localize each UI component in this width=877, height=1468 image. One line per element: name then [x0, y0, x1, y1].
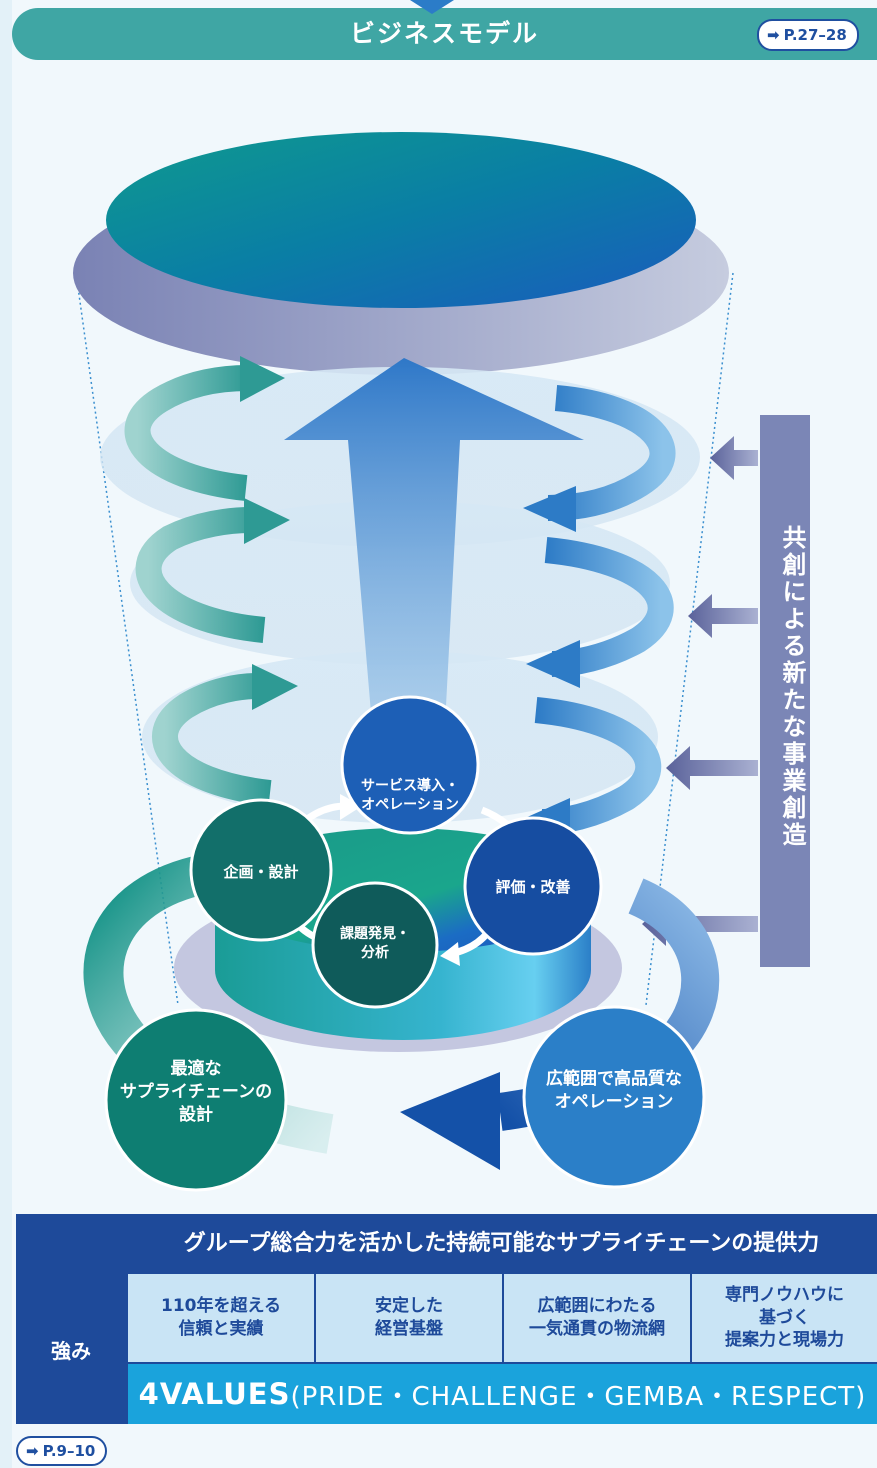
strength-item: 110年を超える 信頼と実績	[128, 1274, 314, 1362]
page-ref-link-top[interactable]: ➡P.27–28	[757, 19, 859, 51]
co-creation-label-box: 共創による新たな事業創造	[760, 415, 810, 967]
strength-item: 安定した 経営基盤	[316, 1274, 502, 1362]
base-circle-right	[522, 1005, 706, 1189]
page-title: ビジネスモデル	[349, 19, 539, 48]
page-ref-label: P.27–28	[783, 26, 847, 44]
values-bar: 4VALUES(PRIDE・CHALLENGE・GEMBA・RESPECT)	[128, 1364, 877, 1424]
cycle-label-analysis: 課題発見・ 分析	[340, 926, 410, 961]
values-sub: (PRIDE・CHALLENGE・GEMBA・RESPECT)	[290, 1381, 867, 1412]
base-circle-left	[104, 1008, 288, 1192]
cycle-label-planning: 企画・設計	[223, 863, 299, 881]
strengths-label: 強み	[51, 1338, 91, 1363]
cycle-circle-service	[340, 695, 480, 835]
top-notch	[410, 0, 454, 14]
co-creation-arrows	[642, 436, 758, 946]
cycle-circle-planning	[189, 798, 333, 942]
base-label-supply-chain: 最適な サプライチェーンの 設計	[119, 1059, 273, 1125]
bottom-arrowhead	[400, 1072, 500, 1170]
header-bar: ビジネスモデル	[12, 8, 877, 60]
cycle-label-evaluation: 評価・改善	[495, 878, 571, 896]
strengths-section: グループ総合力を活かした持続可能なサプライチェーンの提供力 強み 110年を超え…	[16, 1214, 877, 1424]
top-disk	[106, 132, 696, 308]
business-model-diagram	[73, 132, 758, 1192]
ring-arrows-2	[135, 498, 674, 688]
values-main: 4VALUES	[138, 1377, 291, 1411]
cycle-label-service: サービス導入・ オペレーション	[361, 778, 459, 813]
cycle-circle-evaluation	[463, 816, 603, 956]
strengths-header: グループ総合力を活かした持続可能なサプライチェーンの提供力	[183, 1231, 820, 1256]
ring-arrows-1	[124, 356, 676, 532]
arrow-right-icon: ➡	[767, 26, 780, 44]
co-creation-label: 共創による新たな事業創造	[778, 525, 806, 849]
strength-item: 広範囲にわたる 一気通貫の物流網	[504, 1274, 690, 1362]
cycle-circle-analysis	[311, 881, 439, 1009]
upward-arrow	[284, 358, 584, 820]
base-label-operation: 広範囲で高品質な オペレーション	[546, 1069, 682, 1112]
strength-item: 専門ノウハウに 基づく 提案力と現場力	[692, 1274, 877, 1362]
page-ref-label: P.9–10	[42, 1442, 96, 1460]
page-ref-link-bottom[interactable]: ➡P.9–10	[16, 1436, 108, 1466]
arrow-right-icon: ➡	[26, 1442, 39, 1460]
